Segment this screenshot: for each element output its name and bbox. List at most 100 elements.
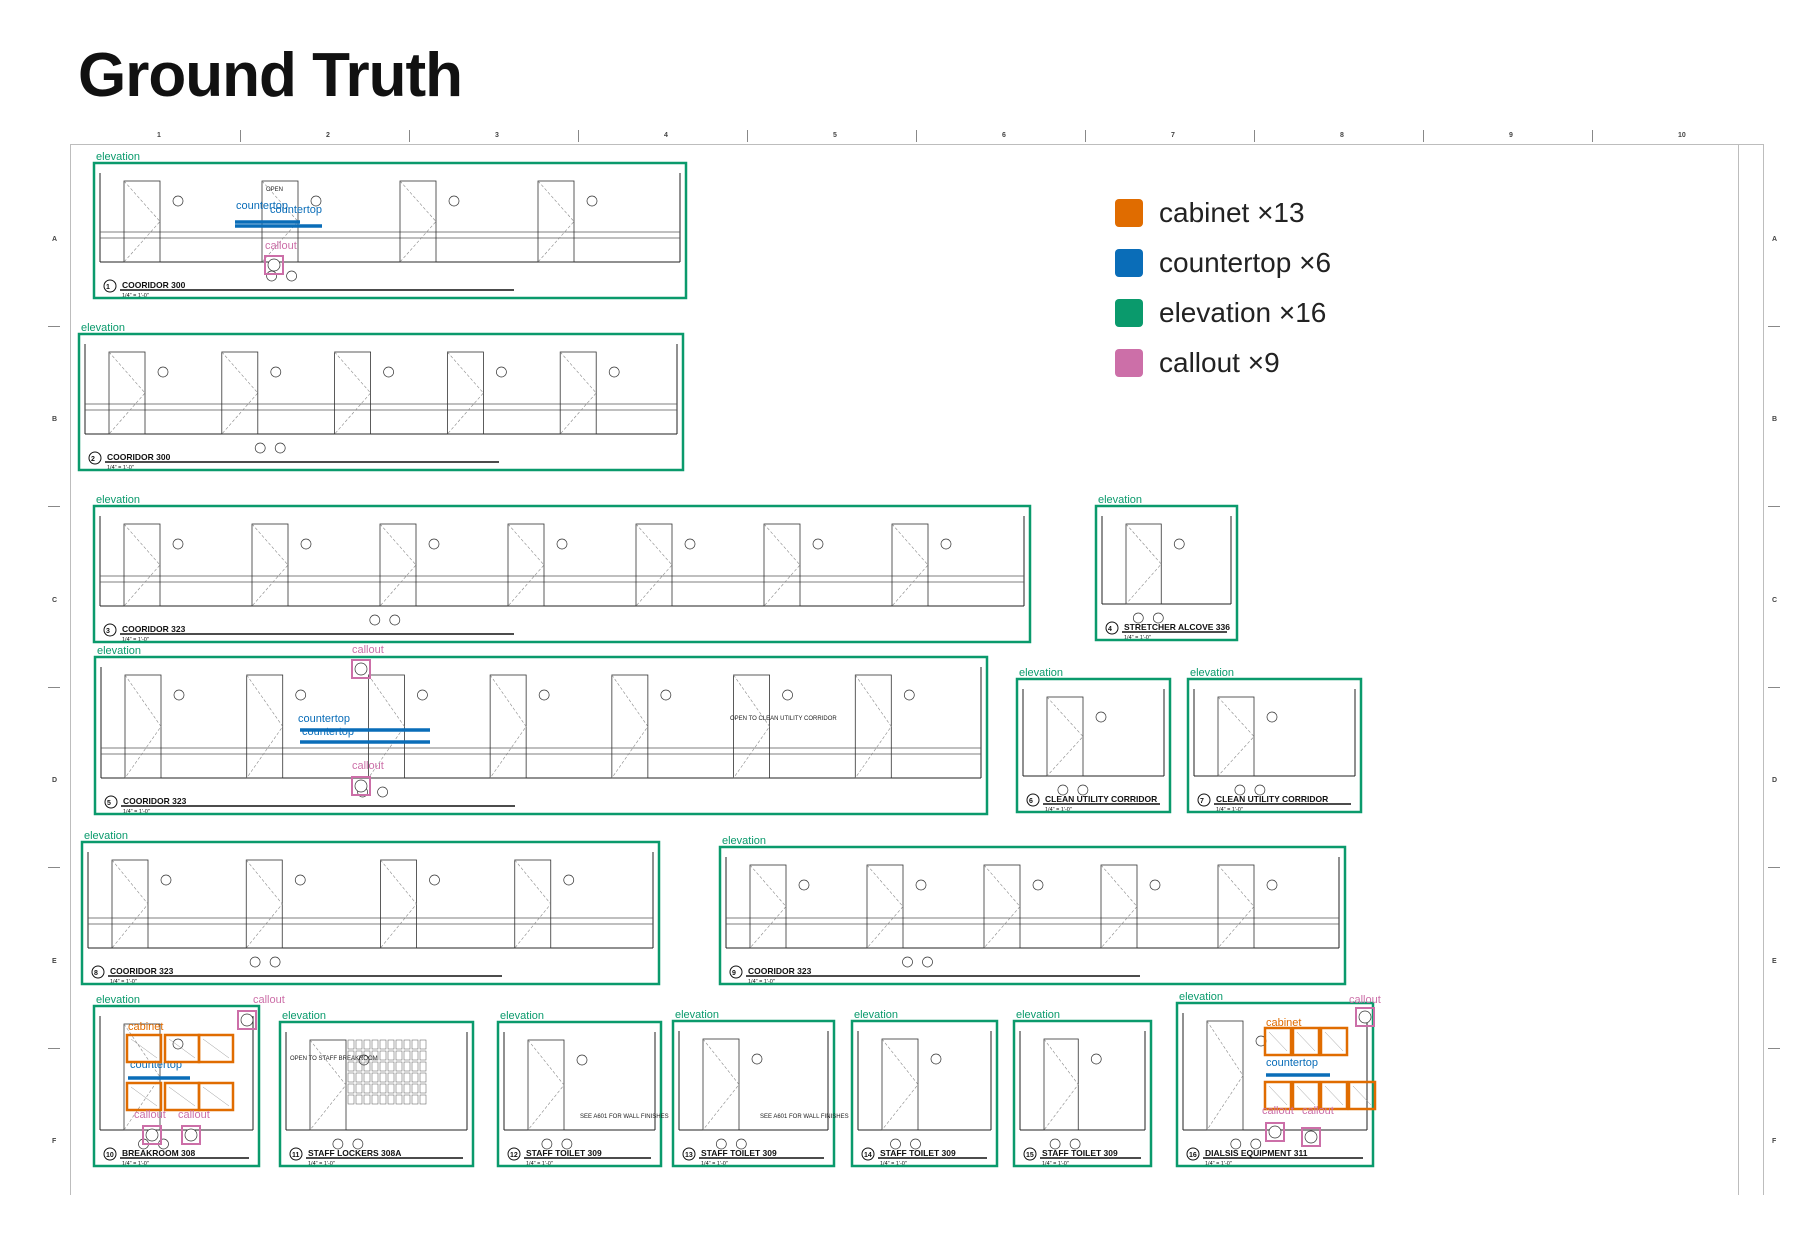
door	[1217, 696, 1255, 777]
ruler-column-label: 3	[495, 132, 499, 139]
door	[124, 674, 162, 779]
ruler-row-label: F	[52, 1138, 57, 1145]
view-scale: 1/4" = 1'-0"	[526, 1161, 553, 1167]
door	[111, 859, 149, 949]
keynote-tag	[173, 689, 185, 701]
view-scale: 1/4" = 1'-0"	[748, 979, 775, 985]
view-number-bubble	[1026, 793, 1040, 807]
cabinet-box	[197, 1033, 235, 1064]
elevation-box-label: elevation	[97, 645, 141, 657]
door-swing	[881, 1038, 919, 1131]
ruler-tick	[48, 326, 60, 327]
view-title: COORIDOR 323	[122, 624, 186, 634]
door	[537, 180, 575, 263]
view-number: 4	[1108, 626, 1112, 633]
ruler-tick	[1768, 326, 1780, 327]
note-see-a601: SEE A601 FOR WALL FINISHES	[760, 1114, 849, 1120]
keynote-tag	[1132, 612, 1144, 624]
door	[446, 351, 484, 435]
view-title: COORIDOR 323	[748, 966, 812, 976]
ruler-row-label: D	[52, 777, 58, 784]
elevation-box-label: elevation	[722, 835, 766, 847]
keynote-tag	[1032, 879, 1044, 891]
countertop-label: countertop	[236, 200, 288, 212]
door-swing	[866, 864, 904, 949]
keynote-tag	[930, 1053, 942, 1065]
door	[854, 674, 892, 779]
cabinet-door-hatch	[1296, 1031, 1316, 1052]
legend-item-elevation: elevation ×16	[1115, 288, 1331, 338]
locker-door	[419, 1050, 427, 1061]
ruler-tick	[1768, 506, 1780, 507]
locker-door	[395, 1083, 403, 1094]
door-swing	[251, 523, 289, 607]
view-title: STAFF TOILET 309	[526, 1148, 602, 1158]
cabinet-door-hatch	[1324, 1031, 1344, 1052]
callout-box	[1355, 1007, 1375, 1027]
elevation-box	[496, 1020, 663, 1168]
view-number-bubble	[104, 795, 118, 809]
ruler-column-label: 2	[326, 132, 330, 139]
door-swing	[1217, 696, 1255, 777]
sheet-border	[71, 145, 1739, 1195]
callout-label: callout	[1302, 1105, 1334, 1117]
keynote-tag	[922, 956, 933, 968]
locker-door	[379, 1083, 387, 1094]
keynote-tag	[496, 366, 507, 378]
door-swing	[1217, 864, 1255, 949]
locker-door	[347, 1050, 355, 1061]
door-swing	[123, 1023, 161, 1131]
locker-door	[387, 1050, 395, 1061]
view-scale: 1/4" = 1'-0"	[122, 637, 149, 643]
ruler-row-label: E	[1772, 958, 1777, 965]
door-swing	[733, 674, 770, 779]
keynote-tag	[910, 1138, 921, 1150]
elevation-box-label: elevation	[96, 151, 140, 163]
locker-door	[379, 1061, 387, 1072]
door-swing	[246, 674, 284, 779]
callout-label: callout	[265, 240, 297, 252]
elevation-box	[77, 332, 685, 472]
door-swing	[611, 674, 649, 779]
door	[1100, 864, 1138, 949]
callout-label: callout	[352, 644, 384, 656]
keynote-tag	[269, 956, 281, 968]
view-number: 16	[1189, 1152, 1197, 1159]
locker-door	[411, 1061, 419, 1072]
keynote-tag	[160, 874, 172, 886]
door-swing	[334, 351, 371, 435]
elevation-box	[278, 1020, 475, 1168]
view-number: 7	[1200, 798, 1204, 805]
locker-door	[419, 1072, 427, 1083]
keynote-tag	[902, 956, 913, 968]
keynote-tag	[332, 1138, 344, 1150]
locker-door	[395, 1039, 403, 1050]
door-swing	[1100, 864, 1138, 949]
locker-door	[363, 1039, 371, 1050]
legend-swatch-cabinet	[1115, 199, 1143, 227]
section-marker	[354, 662, 368, 676]
view-scale: 1/4" = 1'-0"	[123, 809, 150, 815]
countertop-label: countertop	[298, 713, 350, 725]
cabinet-door-hatch	[202, 1086, 230, 1107]
door-swing	[221, 351, 259, 435]
view-scale: 1/4" = 1'-0"	[701, 1161, 728, 1167]
view-title: STRETCHER ALCOVE 336	[1124, 622, 1230, 632]
keynote-tag	[172, 1038, 184, 1050]
cabinet-door-hatch	[168, 1086, 196, 1107]
cabinet-box	[1347, 1080, 1377, 1111]
ruler-tick	[1592, 130, 1593, 142]
callout-box	[351, 776, 371, 796]
elevation-box	[92, 1004, 261, 1168]
view-number-bubble	[507, 1147, 521, 1161]
view-title: CLEAN UTILITY CORRIDOR	[1045, 794, 1157, 804]
view-number-bubble	[1023, 1147, 1037, 1161]
view-number-bubble	[1186, 1147, 1200, 1161]
door-swing	[891, 523, 929, 607]
elevation-box	[1015, 677, 1172, 814]
legend-label-callout: callout ×9	[1159, 347, 1280, 378]
